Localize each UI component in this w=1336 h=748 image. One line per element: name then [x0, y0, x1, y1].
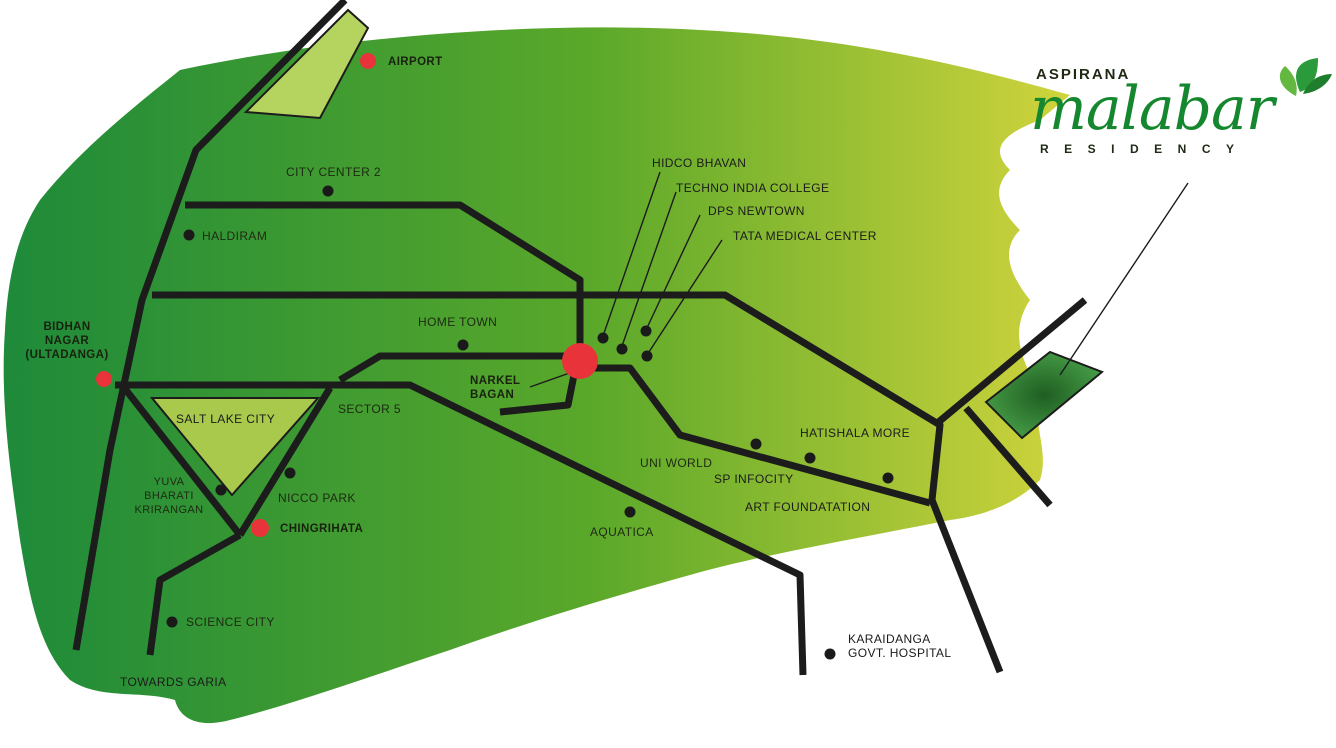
marker-sp-infocity [882, 472, 894, 484]
label-nicco-park: NICCO PARK [278, 491, 356, 505]
road-salt-lake-triangle-left [119, 382, 243, 538]
brush-stroke-background [3, 27, 1071, 724]
label-science-city: SCIENCE CITY [186, 615, 275, 629]
road-to-site [932, 297, 1088, 428]
road-narkel-south [499, 369, 579, 416]
road-site-east [963, 405, 1053, 508]
marker-science-city [166, 616, 178, 628]
markers [96, 53, 894, 660]
label-dps-newtown: DPS NEWTOWN [708, 204, 805, 218]
label-karaidanga-line-1: KARAIDANGA [848, 632, 931, 646]
marker-airport [360, 53, 376, 69]
label-aquatica: AQUATICA [590, 525, 654, 539]
marker-uni-world [750, 438, 762, 450]
marker-chingrihata [251, 519, 269, 537]
label-tata-medical-center: TATA MEDICAL CENTER [733, 229, 877, 243]
label-yuva-bharati-line-1: YUVA [153, 476, 185, 488]
label-bidhan-nagar-line-3: (ULTADANGA) [25, 349, 109, 361]
label-hidco-bhavan: HIDCO BHAVAN [652, 156, 747, 170]
label-salt-lake-city: SALT LAKE CITY [176, 412, 276, 426]
label-haldiram: HALDIRAM [202, 229, 268, 243]
label-airport: AIRPORT [388, 56, 443, 68]
brand-subtitle: RESIDENCY [1040, 142, 1250, 156]
marker-dps-newtown [640, 325, 652, 337]
label-chingrihata: CHINGRIHATA [280, 523, 364, 535]
project-site-area [984, 350, 1104, 440]
road-salt-lake-main [115, 381, 807, 676]
label-narkel-bagan-line-2: BAGAN [470, 389, 515, 401]
label-sp-infocity: SP INFOCITY [714, 472, 794, 486]
marker-hatishala-more [804, 452, 816, 464]
label-narkel-bagan-line-1: NARKEL [470, 375, 521, 387]
label-bidhan-nagar-line-1: BIDHAN [43, 321, 91, 333]
marker-city-center-2 [322, 185, 334, 197]
salt-lake-city-area [149, 397, 321, 497]
road-city-center [185, 201, 584, 365]
label-yuva-bharati: YUVA BHARATI KRIRANGAN [126, 475, 212, 517]
label-bidhan-nagar: BIDHAN NAGAR (ULTADANGA) [14, 320, 120, 362]
label-narkel-bagan: NARKEL BAGAN [470, 374, 520, 402]
marker-bidhan-nagar [96, 371, 112, 387]
label-art-foundation: ART FOUNDATATION [745, 500, 871, 514]
label-uni-world: UNI WORLD [640, 456, 713, 470]
brand-top-text: ASPIRANA [1036, 66, 1131, 83]
marker-techno-india [616, 343, 628, 355]
label-karaidanga-line-2: GOVT. HOSPITAL [848, 646, 952, 660]
airport-area [243, 8, 370, 120]
marker-nicco-park [284, 467, 296, 479]
marker-tata-medical [641, 350, 653, 362]
label-bidhan-nagar-line-2: NAGAR [44, 335, 90, 347]
leaf-icon [1279, 58, 1332, 96]
marker-karaidanga [824, 648, 836, 660]
marker-home-town [457, 339, 469, 351]
marker-haldiram [183, 229, 195, 241]
label-city-center-2: CITY CENTER 2 [286, 165, 381, 179]
marker-aquatica [624, 506, 636, 518]
label-yuva-bharati-line-2: BHARATI [144, 490, 194, 502]
road-airport-vip [72, 0, 348, 651]
label-home-town: HOME TOWN [418, 315, 498, 329]
label-sector-5: SECTOR 5 [338, 402, 401, 416]
label-towards-garia: TOWARDS GARIA [120, 675, 227, 689]
road-science-city [146, 531, 242, 656]
road-salt-lake-triangle-right [237, 386, 333, 537]
road-narkel-bagan-link [338, 352, 580, 384]
label-hatishala-more: HATISHALA MORE [800, 426, 911, 440]
marker-yuva-bharati [215, 484, 227, 496]
label-yuva-bharati-line-3: KRIRANGAN [134, 504, 204, 516]
label-karaidanga: KARAIDANGA GOVT. HOSPITAL [848, 632, 951, 660]
road-newtown [590, 364, 931, 507]
marker-hidco-bhavan [597, 332, 609, 344]
marker-narkel-bagan [562, 343, 598, 379]
brand-name: malabar [1030, 74, 1274, 144]
label-techno-india-college: TECHNO INDIA COLLEGE [676, 181, 830, 195]
road-network [72, 0, 1088, 676]
